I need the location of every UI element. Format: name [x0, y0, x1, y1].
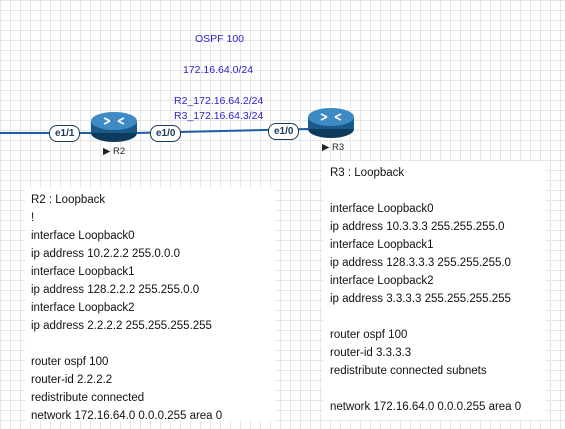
r2-config-panel: R2 : Loopback ! interface Loopback0 ip a…	[25, 188, 275, 422]
config-line: interface Loopback1	[330, 239, 434, 251]
config-line: interface Loopback1	[31, 266, 135, 278]
config-line	[330, 182, 546, 200]
config-line: ip address 128.2.2.2 255.255.0.0	[31, 284, 200, 296]
config-line: interface Loopback2	[330, 275, 434, 287]
play-icon: ▶	[103, 146, 111, 157]
config-line: interface Loopback0	[330, 203, 434, 215]
router-icon-r2[interactable]	[91, 112, 137, 142]
r2-e1-1-interface[interactable]: e1/1	[49, 125, 81, 142]
config-line: redistribute connected	[31, 392, 145, 404]
ospf-area-label: OSPF 100	[195, 33, 245, 45]
config-line: ip address 3.3.3.3 255.255.255.255	[330, 293, 511, 305]
config-line: R3 : Loopback	[330, 167, 405, 179]
config-line: redistribute connected subnets	[330, 365, 487, 377]
config-line: ip address 128.3.3.3 255.255.255.0	[330, 257, 511, 269]
r2-name: ▶ R2	[103, 146, 125, 157]
config-line: router ospf 100	[31, 356, 109, 368]
config-line: router ospf 100	[330, 329, 408, 341]
r2-e1-0-interface[interactable]: e1/0	[150, 125, 182, 142]
config-line: ip address 10.3.3.3 255.255.255.0	[330, 221, 505, 233]
config-line: network 172.16.64.0 0.0.0.255 area 0	[31, 410, 223, 422]
r3-config-panel: R3 : Loopback interface Loopback0 ip add…	[324, 161, 546, 420]
config-line	[31, 335, 275, 353]
config-line: router-id 2.2.2.2	[31, 374, 113, 386]
r3-address-label: R3_172.16.64.3/24	[174, 110, 264, 122]
config-line: !	[31, 212, 35, 224]
router-icon-r3[interactable]	[308, 108, 354, 138]
play-icon: ▶	[322, 142, 330, 153]
config-line	[330, 380, 546, 398]
config-line: network 172.16.64.0 0.0.0.255 area 0	[330, 401, 522, 413]
config-line: ip address 10.2.2.2 255.0.0.0	[31, 248, 180, 260]
r3-e1-0-interface[interactable]: e1/0	[268, 123, 300, 140]
config-line: ip address 2.2.2.2 255.255.255.255	[31, 320, 212, 332]
r3-name-text: R3	[331, 142, 345, 153]
config-line: router-id 3.3.3.3	[330, 347, 412, 359]
r3-name: ▶ R3	[322, 142, 344, 153]
network-label: 172.16.64.0/24	[183, 64, 254, 76]
r2-address-label: R2_172.16.64.2/24	[174, 95, 264, 107]
config-line: interface Loopback2	[31, 302, 135, 314]
config-line: R2 : Loopback	[31, 194, 106, 206]
config-line: interface Loopback0	[31, 230, 135, 242]
r2-name-text: R2	[112, 146, 126, 157]
config-line	[330, 308, 546, 326]
